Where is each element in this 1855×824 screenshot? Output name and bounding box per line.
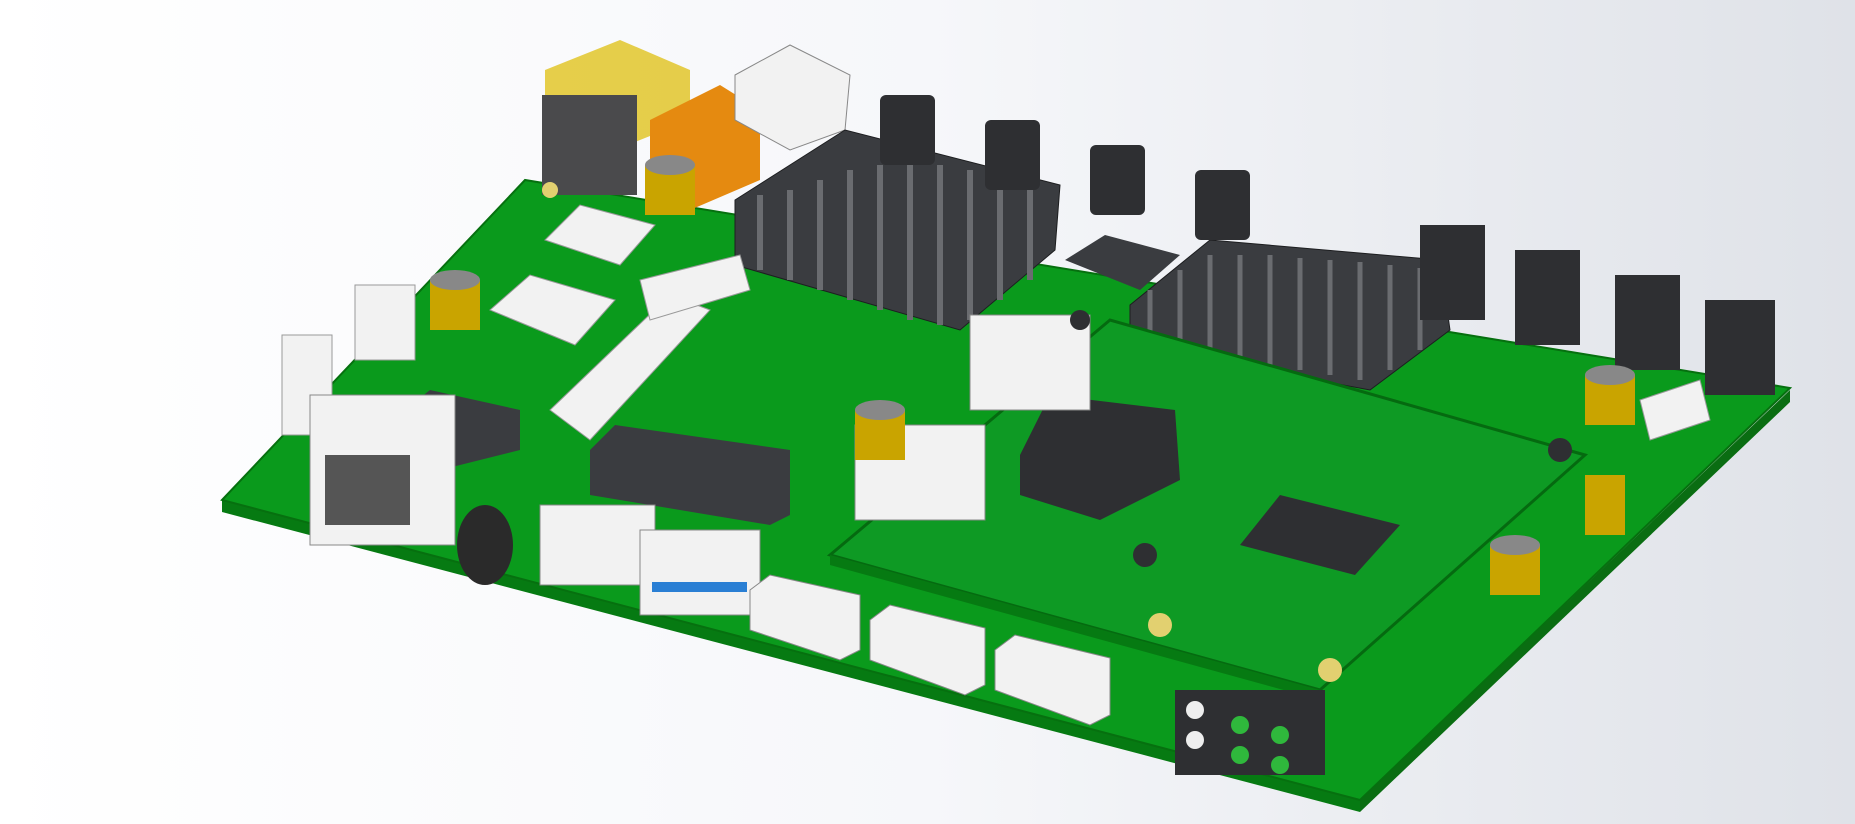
- heatsink-cpu: [734, 129, 1061, 331]
- terminal-blocks: [1420, 225, 1775, 395]
- usb-c-port: [969, 314, 1091, 411]
- hdmi-ports: [749, 574, 1111, 726]
- capacitors: [430, 155, 1635, 595]
- audio-jacks: [880, 95, 1250, 240]
- soc-chip: [1240, 495, 1400, 575]
- chip: [1065, 235, 1180, 290]
- wifi-module: [544, 204, 656, 266]
- daughter-board: [826, 314, 1589, 700]
- leds: [1175, 690, 1325, 775]
- usb-ports: [457, 504, 761, 616]
- dc-jack: [542, 95, 637, 195]
- m2-card: [1020, 395, 1180, 520]
- module-2: [489, 274, 616, 346]
- audio-jack-front: [457, 505, 513, 585]
- ethernet-opening: [325, 455, 410, 525]
- m2-slot: [590, 425, 790, 525]
- screws: [542, 182, 1572, 682]
